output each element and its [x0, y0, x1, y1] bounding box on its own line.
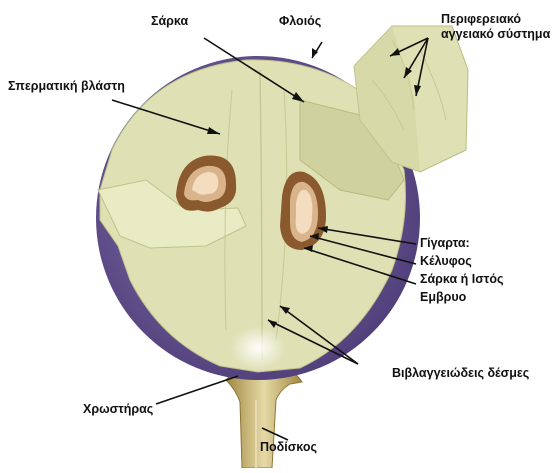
- label-skin: Φλοιός: [279, 14, 321, 29]
- label-peripheral-vascular-line1: Περιφερειακό: [441, 12, 521, 27]
- label-seed-coat: Κέλυφος: [420, 254, 472, 269]
- label-pedicel: Ποδίσκος: [260, 440, 317, 455]
- label-seed: Γίγαρτα:: [420, 236, 470, 251]
- label-seed-flesh: Σάρκα ή Ιστός: [420, 272, 503, 287]
- label-peripheral-vascular-line2: αγγειακό σύστημα: [441, 27, 550, 42]
- label-flesh: Σάρκα: [151, 14, 188, 29]
- label-embryo: Εμβρυο: [420, 290, 466, 305]
- label-receptacle: Χρωστήρας: [83, 402, 153, 417]
- label-vascular-bundles: Βιβλαγγειώδεις δέσμες: [392, 366, 529, 381]
- label-brush: Σπερματική βλάστη: [8, 79, 125, 94]
